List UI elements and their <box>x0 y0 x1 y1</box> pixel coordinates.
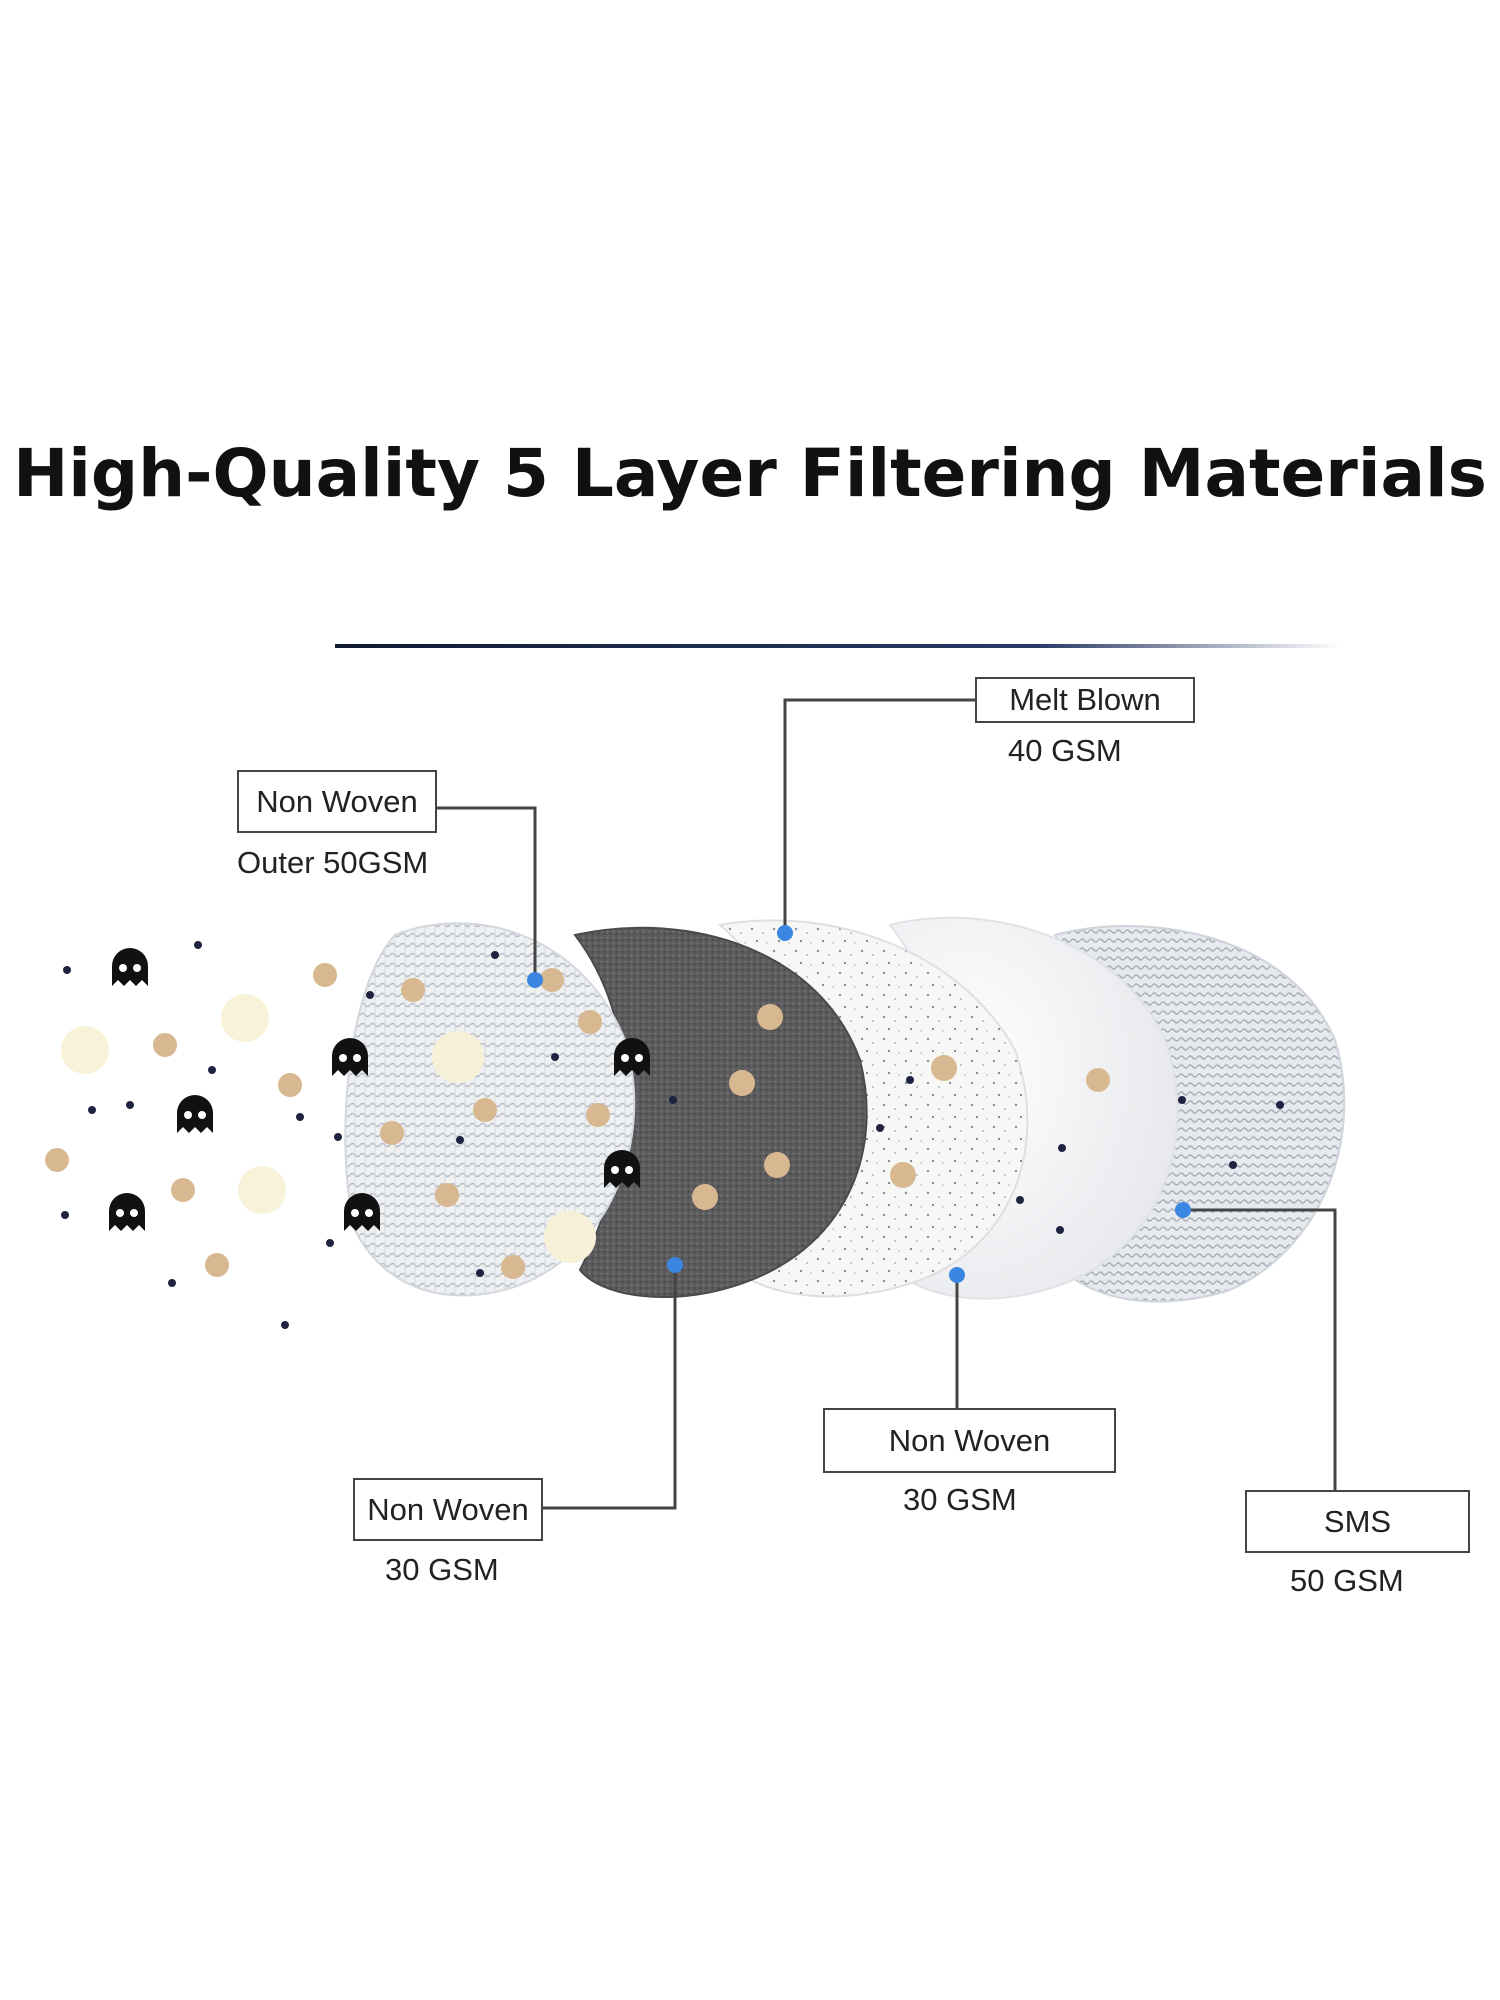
particles-cream <box>61 994 596 1263</box>
layer-1-name: Non Woven <box>256 783 418 819</box>
layer-2-name-box: Non Woven <box>353 1478 543 1541</box>
leader-layer-3 <box>783 698 975 933</box>
layer-5-name-box: SMS <box>1245 1490 1470 1553</box>
layer-3-name-box: Melt Blown <box>975 677 1195 723</box>
layer-5-name: SMS <box>1323 1503 1392 1539</box>
layer-marker-dots <box>527 925 1191 1283</box>
germ-ghost-icon <box>604 1150 640 1188</box>
leader-lines <box>437 698 1337 1510</box>
layer-2-name: Non Woven <box>367 1491 529 1527</box>
layer-3-name: Melt Blown <box>1009 682 1161 717</box>
germ-ghost-icon <box>112 948 148 986</box>
layer-4-name-box: Non Woven <box>823 1408 1116 1473</box>
layer-1-spec: Outer 50GSM <box>237 845 429 880</box>
particles-dark <box>61 941 1284 1329</box>
germ-ghost-icon <box>614 1038 650 1076</box>
leader-layer-2 <box>543 1265 677 1510</box>
layer-5-spec: 50 GSM <box>1290 1563 1404 1598</box>
page-title: High-Quality 5 Layer Filtering Materials <box>13 435 1487 512</box>
germ-ghost-icon <box>332 1038 368 1076</box>
particles-tan <box>45 963 1110 1279</box>
germ-ghost-icon <box>109 1193 145 1231</box>
leader-layer-1 <box>437 806 537 980</box>
layer-4-name: Non Woven <box>888 1422 1051 1458</box>
layer-1-name-box: Non Woven <box>237 770 437 833</box>
germ-ghost-icon <box>177 1095 213 1133</box>
germ-ghost-icon <box>344 1193 380 1231</box>
germ-ghost-icons <box>109 948 650 1231</box>
marker-layer-2 <box>667 1257 683 1273</box>
marker-layer-5 <box>1175 1202 1191 1218</box>
layer-2-spec: 30 GSM <box>385 1552 499 1587</box>
marker-layer-3 <box>777 925 793 941</box>
layer-3-spec: 40 GSM <box>1008 733 1122 768</box>
marker-layer-4 <box>949 1267 965 1283</box>
title-rule <box>335 644 1340 648</box>
marker-layer-1 <box>527 972 543 988</box>
layer-4-spec: 30 GSM <box>903 1482 1017 1517</box>
leader-layer-5 <box>1183 1208 1337 1490</box>
